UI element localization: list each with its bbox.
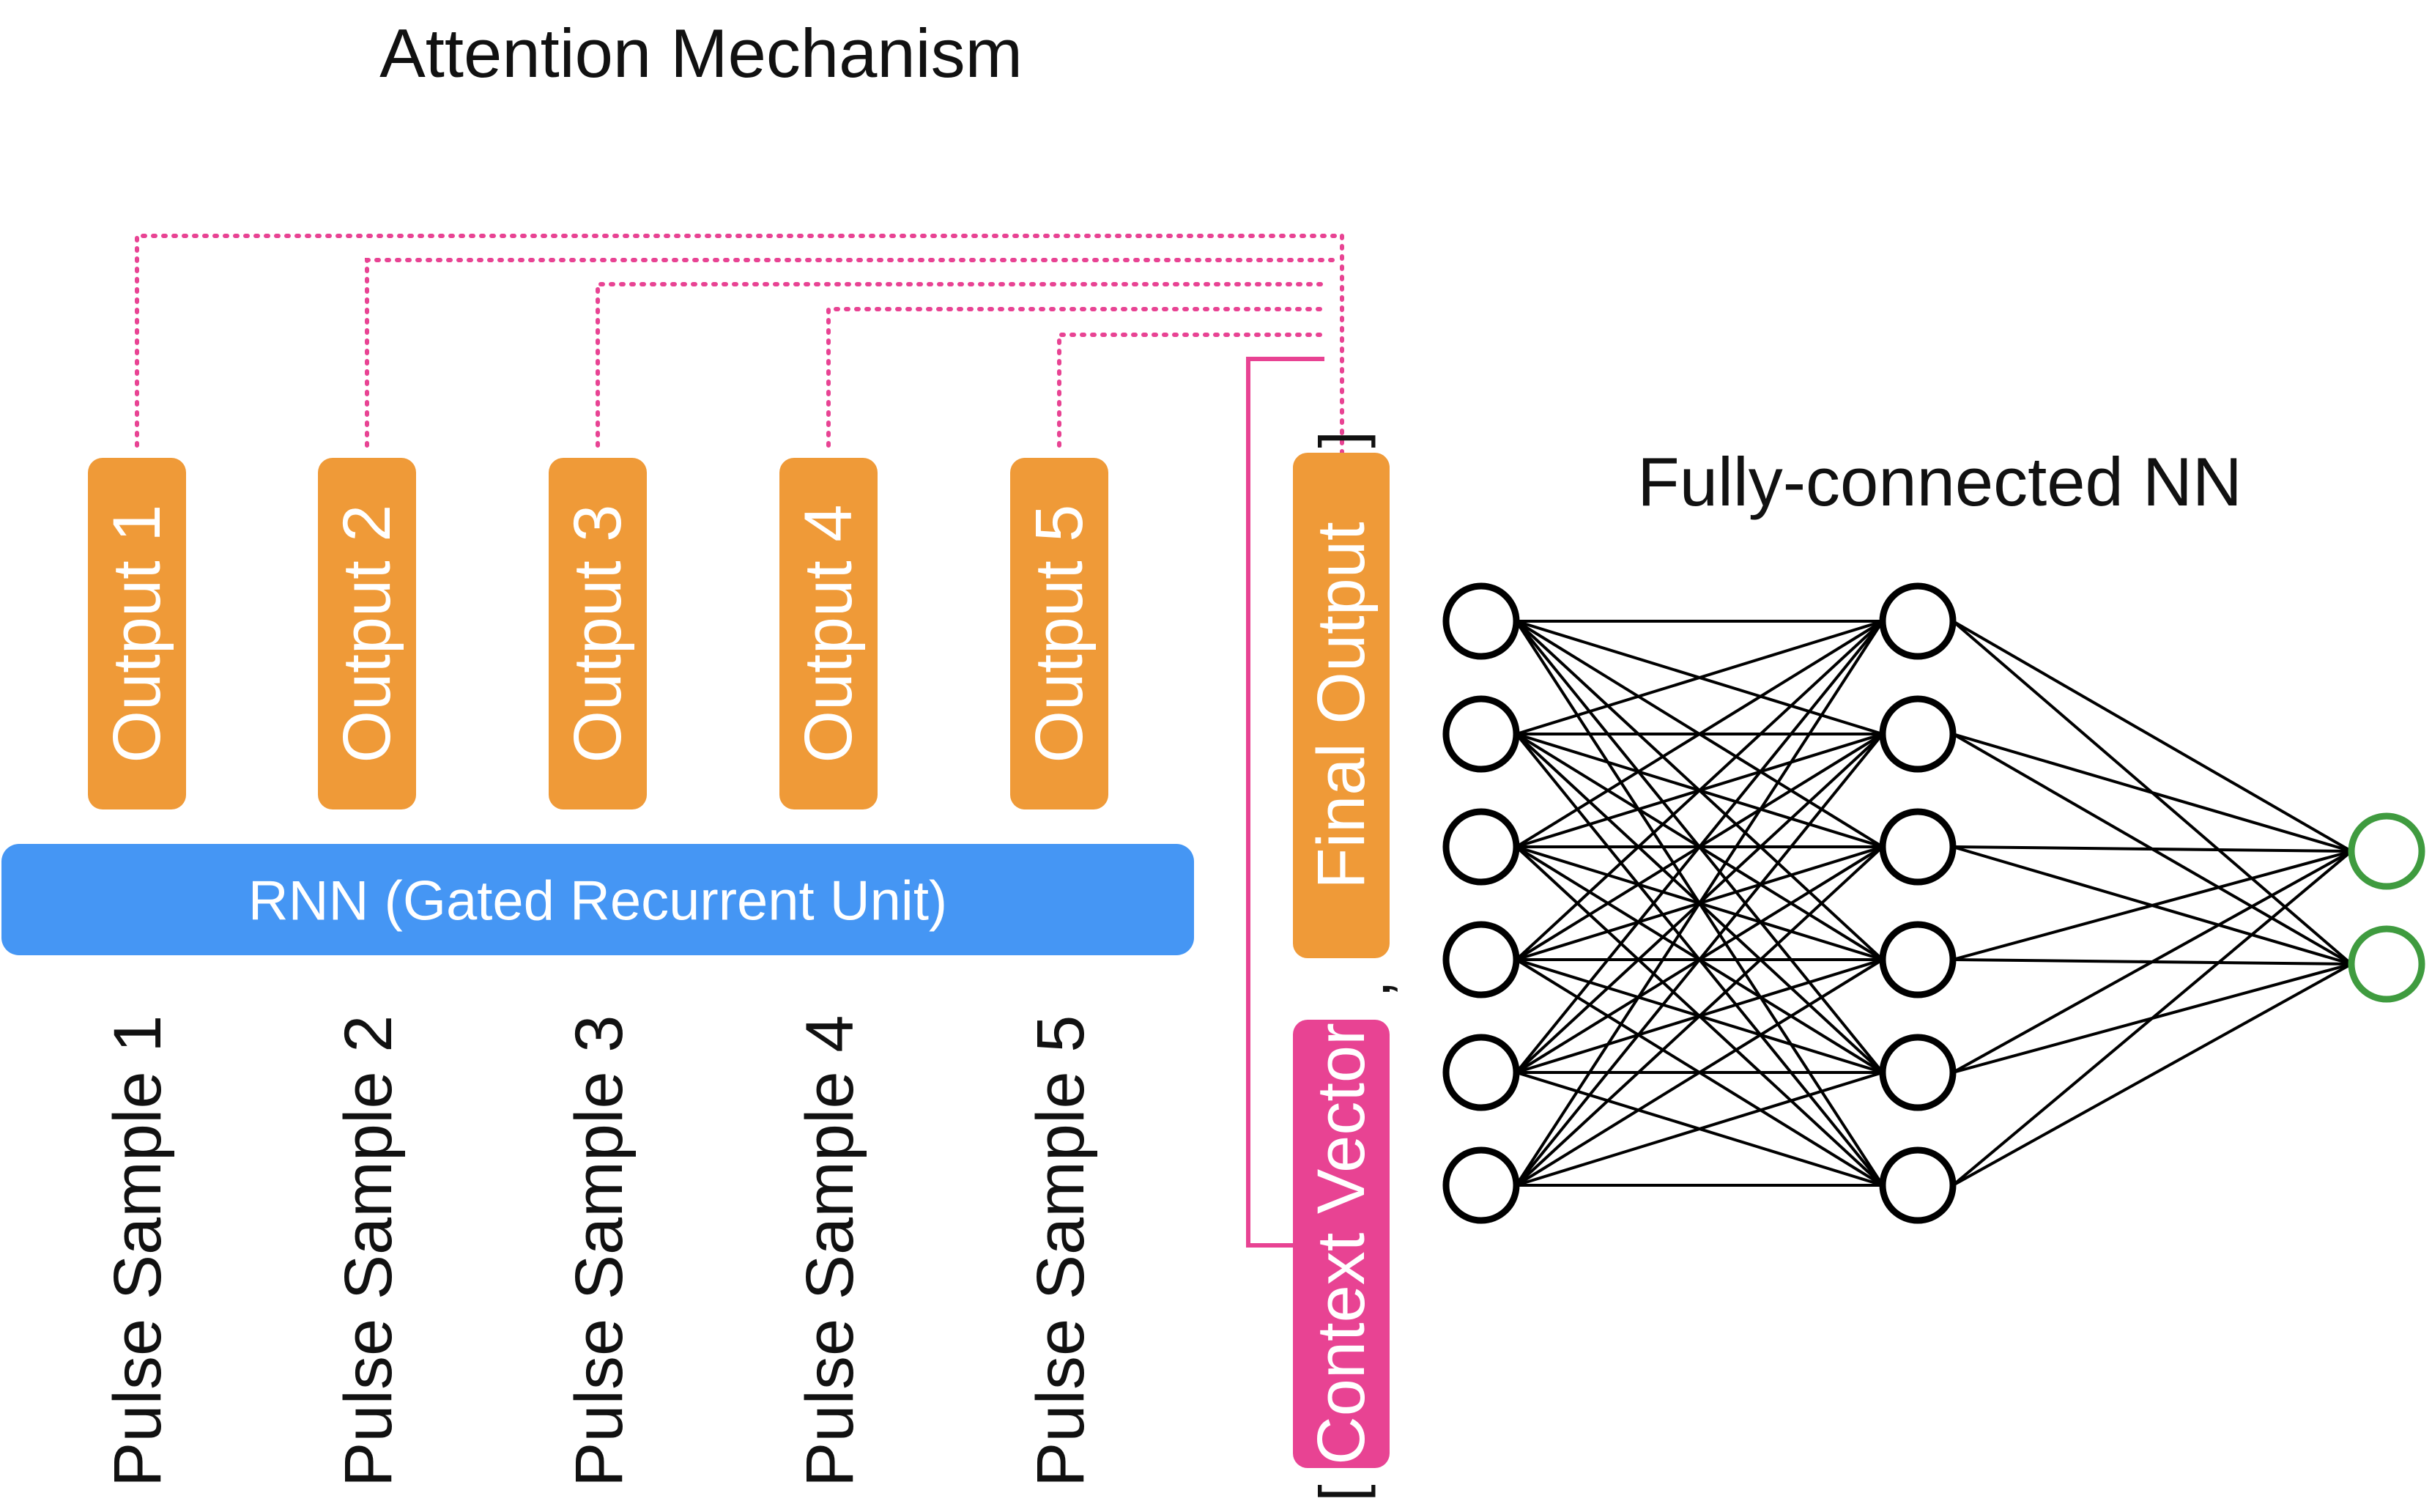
output-label: Output 4 — [791, 505, 866, 763]
attention-line-4 — [826, 307, 1330, 448]
bracket-close: ] — [1307, 431, 1376, 448]
attention-line-1 — [135, 234, 1343, 448]
input-hidden-edge — [1516, 1071, 1883, 1187]
rnn-block: RNN (Gated Recurrent Unit) — [1, 844, 1194, 955]
input-hidden-edge — [1515, 958, 1884, 1187]
pulse-sample-2: Pulse Sample 2 — [331, 1015, 406, 1487]
input-node — [1442, 1146, 1520, 1224]
output-box-3: Output 3 — [549, 458, 647, 809]
input-hidden-edge — [1515, 733, 1884, 1187]
output-boxes: Output 1 Output 2 Output 3 Output 4 Outp… — [88, 458, 1108, 809]
hidden-node — [1879, 582, 1957, 660]
output-label: Output 3 — [560, 505, 635, 763]
hidden-output-edge — [1952, 963, 2352, 1187]
vector-separator: , — [1334, 980, 1403, 997]
rnn-label: RNN (Gated Recurrent Unit) — [248, 870, 948, 933]
output-node — [2348, 925, 2425, 1003]
input-hidden-edge — [1516, 620, 1883, 735]
attention-line-3 — [596, 282, 1330, 448]
output-label: Output 1 — [100, 505, 174, 763]
final-output-box: Final Output — [1293, 453, 1390, 958]
output-label: Output 5 — [1022, 505, 1097, 763]
attention-connectors — [135, 234, 1344, 455]
attention-line-2 — [365, 258, 1335, 448]
nn-connections — [1515, 620, 2353, 1187]
pulse-sample-4: Pulse Sample 4 — [793, 1015, 867, 1487]
input-hidden-edge — [1515, 620, 1884, 848]
context-vector-box: Context Vector — [1293, 1020, 1390, 1468]
output-box-1: Output 1 — [88, 458, 186, 809]
hidden-node — [1879, 808, 1957, 886]
pulse-sample-5: Pulse Sample 5 — [1023, 1015, 1098, 1487]
hidden-node — [1879, 1146, 1957, 1224]
output-box-4: Output 4 — [779, 458, 878, 809]
input-node — [1442, 1034, 1520, 1111]
attention-mechanism-title: Attention Mechanism — [379, 15, 1023, 92]
nn-nodes — [1442, 582, 2425, 1224]
output-label: Output 2 — [330, 505, 404, 763]
output-box-5: Output 5 — [1010, 458, 1108, 809]
output-box-2: Output 2 — [318, 458, 416, 809]
input-hidden-edge — [1515, 620, 1884, 1074]
fully-connected-nn-title: Fully-connected NN — [1637, 443, 2242, 520]
input-node — [1442, 582, 1520, 660]
context-vector-label: Context Vector — [1304, 1023, 1379, 1464]
hidden-node — [1879, 921, 1957, 998]
pulse-sample-3: Pulse Sample 3 — [562, 1015, 637, 1487]
input-node — [1442, 695, 1520, 773]
hidden-output-edge — [1952, 620, 2352, 853]
input-node — [1442, 808, 1520, 886]
hidden-node — [1879, 1034, 1957, 1111]
bracket-open: [ — [1307, 1484, 1376, 1501]
hidden-output-edge — [1952, 845, 2352, 853]
attention-line-5 — [1057, 333, 1330, 448]
pulse-sample-1: Pulse Sample 1 — [100, 1015, 175, 1487]
hidden-node — [1879, 695, 1957, 773]
input-node — [1442, 921, 1520, 998]
context-vector-connector — [1246, 357, 1324, 1248]
input-hidden-edge — [1515, 620, 1884, 1187]
input-hidden-edge — [1515, 845, 1884, 1187]
pulse-samples: Pulse Sample 1 Pulse Sample 2 Pulse Samp… — [100, 1015, 1098, 1487]
output-node — [2348, 812, 2425, 890]
hidden-output-edge — [1952, 850, 2352, 961]
input-hidden-edge — [1515, 620, 1884, 961]
final-output-label: Final Output — [1304, 522, 1379, 889]
hidden-output-edge — [1951, 850, 2353, 1187]
hidden-output-edge — [1952, 733, 2352, 853]
hidden-output-edge — [1952, 850, 2352, 1074]
